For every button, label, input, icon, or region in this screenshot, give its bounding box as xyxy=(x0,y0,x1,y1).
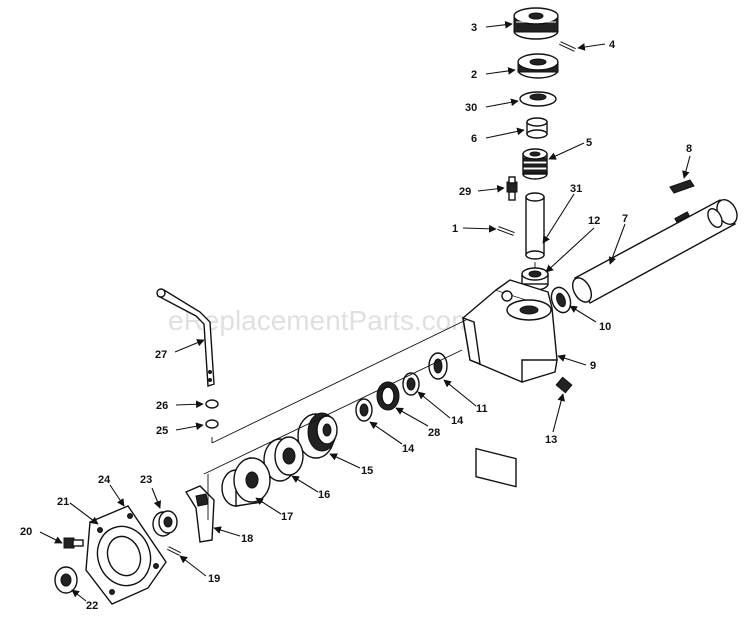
assembly-centerlines xyxy=(203,262,536,520)
part-15-bevel-gear xyxy=(297,412,338,459)
leader-arrows xyxy=(39,20,691,602)
callout-14-b: 14 xyxy=(402,443,415,455)
callout-31: 31 xyxy=(570,183,582,195)
part-27-shift-lever xyxy=(156,288,215,387)
part-28-needle-bearing xyxy=(376,381,400,411)
part-10-seal xyxy=(550,286,572,314)
part-30-washer xyxy=(519,91,557,107)
part-23-bearing xyxy=(152,510,178,537)
part-14-washer-b xyxy=(355,398,373,422)
callout-25: 25 xyxy=(156,425,168,437)
callout-15: 15 xyxy=(361,465,373,477)
callout-21: 21 xyxy=(57,496,69,508)
callout-labels: 3 4 2 30 6 5 29 8 31 1 12 7 10 9 11 14 1… xyxy=(20,22,692,612)
callout-29: 29 xyxy=(459,186,471,198)
callout-10: 10 xyxy=(599,321,611,333)
part-12-bearing xyxy=(521,267,549,291)
callout-24: 24 xyxy=(98,474,111,486)
callout-14-a: 14 xyxy=(451,415,464,427)
callout-17: 17 xyxy=(281,511,293,523)
part-19-pin xyxy=(167,546,181,556)
part-9-gear-housing xyxy=(462,279,558,488)
callout-26: 26 xyxy=(156,400,168,412)
part-29-grease-fitting xyxy=(506,176,518,201)
callout-27: 27 xyxy=(155,349,167,361)
callout-18: 18 xyxy=(241,533,253,545)
part-5-pinion-gear xyxy=(522,148,548,180)
callout-4: 4 xyxy=(609,39,616,51)
part-1-key xyxy=(497,226,515,236)
part-25-retaining-ring xyxy=(205,419,219,429)
callout-7: 7 xyxy=(622,213,628,225)
part-3-pulley xyxy=(513,7,559,40)
part-16-collar xyxy=(263,436,304,482)
part-11-bearing xyxy=(428,352,448,380)
part-20-bolt xyxy=(63,537,84,549)
part-14-washer-a xyxy=(402,372,420,396)
callout-13: 13 xyxy=(545,434,557,446)
part-26-washer xyxy=(205,399,219,409)
part-8-key xyxy=(669,179,695,194)
watermark-text: eReplacementParts.com xyxy=(168,305,475,336)
callout-1: 1 xyxy=(452,223,458,235)
part-13-set-screw xyxy=(555,376,573,394)
part-6-spacer xyxy=(526,117,548,139)
callout-16: 16 xyxy=(318,489,330,501)
callout-2: 2 xyxy=(471,69,477,81)
part-7-axle-tube xyxy=(571,199,738,304)
callout-20: 20 xyxy=(20,526,32,538)
callout-5: 5 xyxy=(586,137,592,149)
callout-9: 9 xyxy=(590,360,596,372)
part-24-cover xyxy=(85,505,167,605)
part-31-shaft xyxy=(525,192,545,260)
callout-19: 19 xyxy=(208,573,220,585)
callout-23: 23 xyxy=(140,474,152,486)
callout-11: 11 xyxy=(476,403,488,415)
callout-12: 12 xyxy=(588,215,600,227)
callout-22: 22 xyxy=(86,600,98,612)
callout-3: 3 xyxy=(471,22,477,34)
callout-8: 8 xyxy=(686,143,692,155)
part-17-hub xyxy=(221,456,271,507)
callout-28: 28 xyxy=(428,427,440,439)
part-2-bearing xyxy=(517,53,559,79)
part-22-seal xyxy=(54,566,78,594)
part-4-pin xyxy=(559,41,576,52)
callout-6: 6 xyxy=(471,133,477,145)
part-18-shift-fork xyxy=(184,485,215,543)
callout-30: 30 xyxy=(465,102,477,114)
